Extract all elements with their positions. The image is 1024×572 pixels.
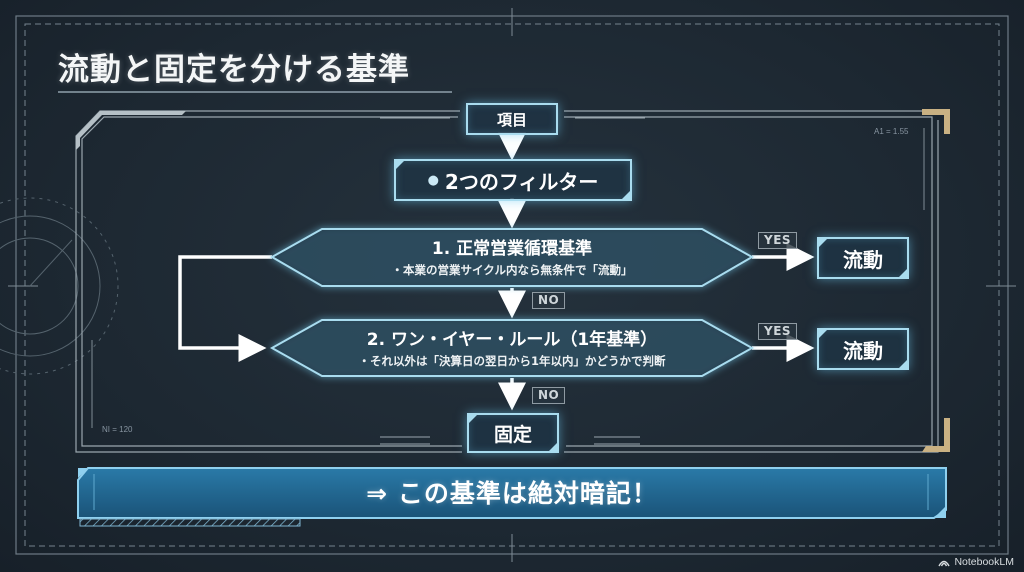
banner-text: ⇒ この基準は絶対暗記！	[366, 479, 658, 508]
corner-accent	[548, 442, 558, 452]
bullet-icon: ●	[427, 172, 439, 188]
end-node-label: 固定	[493, 423, 532, 446]
page-title: 流動と固定を分ける基準	[58, 52, 410, 88]
decision-1-detail: ・本業の営業サイクル内なら無条件で「流動」	[391, 263, 633, 277]
corner-accent	[898, 268, 908, 278]
corner-accent	[898, 359, 908, 369]
result-current-1-label: 流動	[843, 247, 883, 272]
start-node-label: 項目	[496, 110, 527, 129]
decision-2-title: 2. ワン・イヤー・ルール（1年基準）	[366, 330, 658, 350]
decision-2: 2. ワン・イヤー・ルール（1年基準） ・それ以外は「決算日の翌日から1年以内」…	[312, 325, 712, 369]
no-tag-1: NO	[532, 292, 566, 309]
filter-node: ● 2つのフィルター	[394, 159, 632, 201]
annotation-top-right: A1 = 1.55	[874, 127, 909, 136]
yes-tag-1: YES	[758, 232, 798, 249]
corner-accent	[818, 238, 828, 248]
watermark-text: NotebookLM	[954, 556, 1014, 568]
corner-accent	[395, 160, 405, 170]
corner-accent	[621, 190, 631, 200]
decision-1-title: 1. 正常営業循環基準	[431, 239, 593, 259]
notebooklm-watermark: NotebookLM	[938, 556, 1014, 568]
result-current-2: 流動	[817, 328, 909, 370]
result-current-2-label: 流動	[843, 338, 883, 363]
decision-1: 1. 正常営業循環基準 ・本業の営業サイクル内なら無条件で「流動」	[322, 234, 702, 278]
filter-node-label: 2つのフィルター	[444, 169, 599, 194]
corner-accent	[818, 329, 828, 339]
corner-accent	[468, 414, 478, 424]
decision-2-detail: ・それ以外は「決算日の翌日から1年以内」かどうかで判断	[358, 354, 666, 368]
no-tag-2: NO	[532, 387, 566, 404]
annotation-bottom-left: NI = 120	[102, 425, 133, 434]
yes-tag-2: YES	[758, 323, 798, 340]
notebooklm-logo-icon	[938, 560, 951, 567]
memorize-banner: ⇒ この基準は絶対暗記！	[76, 466, 948, 527]
start-node: 項目	[466, 103, 558, 135]
banner-shape	[77, 467, 947, 527]
end-node-fixed: 固定	[467, 413, 559, 453]
result-current-1: 流動	[817, 237, 909, 279]
